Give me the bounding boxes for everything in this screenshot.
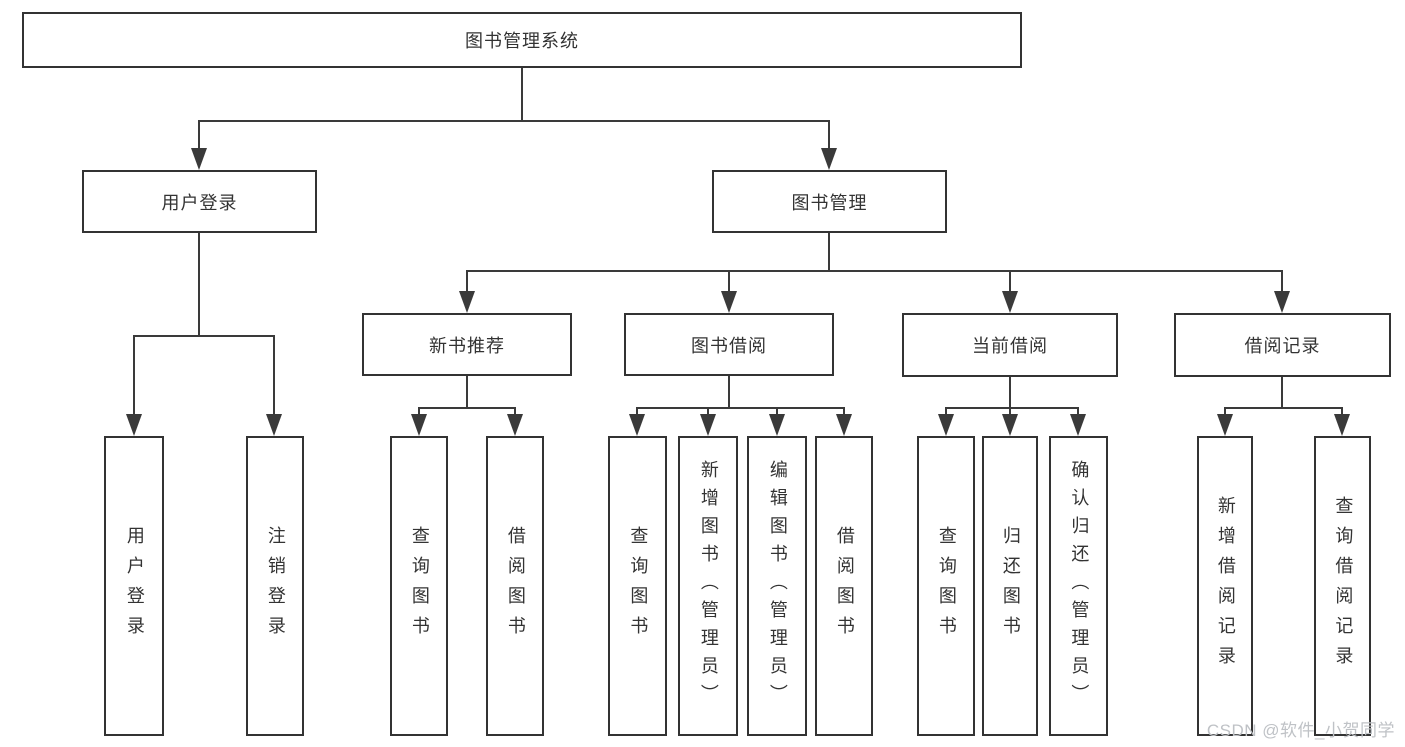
arrow-to-cur-return-books (1002, 414, 1018, 436)
leaf-current-query-books-label: 查询图书 (936, 526, 957, 646)
edge-user-login-branch (133, 335, 275, 337)
arrow-to-book-borrow (721, 291, 737, 313)
edge-borrow-stub (728, 376, 730, 407)
edge-borrow-drop-1 (636, 407, 638, 416)
arrow-to-rec-query-books (411, 414, 427, 436)
leaf-records-query-record: 查询借阅记录 (1314, 436, 1371, 736)
edge-book-mgmt-drop-1 (466, 270, 468, 293)
leaf-user-login: 用户登录 (104, 436, 164, 736)
arrow-to-bor-query-books (629, 414, 645, 436)
edge-borrow-drop-4 (843, 407, 845, 416)
edge-book-mgmt-drop-3 (1009, 270, 1011, 293)
node-book-management: 图书管理 (712, 170, 947, 233)
csdn-watermark: CSDN @软件_小贺同学 (1206, 721, 1395, 740)
edge-book-mgmt-branch (466, 270, 1283, 272)
edge-current-drop-1 (945, 407, 947, 416)
leaf-borrow-borrow-books: 借阅图书 (815, 436, 873, 736)
leaf-borrow-query-books: 查询图书 (608, 436, 667, 736)
node-borrow-records-label: 借阅记录 (1244, 336, 1321, 356)
edge-recommend-stub (466, 376, 468, 407)
edge-book-mgmt-stub (828, 233, 830, 270)
edge-records-drop-2 (1341, 407, 1343, 416)
leaf-recommend-borrow-books: 借阅图书 (486, 436, 544, 736)
arrow-to-records-query-record (1334, 414, 1350, 436)
leaf-recommend-query-books: 查询图书 (390, 436, 448, 736)
leaf-current-confirm-return-label: 确认归还（管理员） (1069, 460, 1090, 712)
leaf-records-query-record-label: 查询借阅记录 (1333, 496, 1354, 676)
node-root-label: 图书管理系统 (465, 31, 579, 51)
leaf-user-login-label: 用户登录 (124, 526, 145, 646)
leaf-current-return-books-label: 归还图书 (1000, 526, 1021, 646)
node-current-borrow-label: 当前借阅 (972, 336, 1048, 356)
leaf-borrow-edit-books: 编辑图书（管理员） (747, 436, 807, 736)
edge-root-drop-right (828, 120, 830, 150)
node-book-borrow-label: 图书借阅 (691, 335, 767, 356)
arrow-to-rec-borrow-books (507, 414, 523, 436)
edge-records-stub (1281, 377, 1283, 407)
node-user-login: 用户登录 (82, 170, 317, 233)
node-book-borrow: 图书借阅 (624, 313, 834, 376)
edge-user-login-drop-1 (133, 335, 135, 416)
arrow-to-leaf-logout (266, 414, 282, 436)
edge-current-drop-2 (1009, 407, 1011, 416)
edge-root-branch (198, 120, 830, 122)
leaf-borrow-add-books: 新增图书（管理员） (678, 436, 738, 736)
leaf-borrow-query-books-label: 查询图书 (628, 526, 649, 646)
leaf-borrow-edit-books-label: 编辑图书（管理员） (767, 460, 788, 712)
edge-recommend-drop-2 (514, 407, 516, 416)
edge-records-branch (1224, 407, 1343, 409)
edge-book-mgmt-drop-2 (728, 270, 730, 293)
arrow-to-cur-confirm-return (1070, 414, 1086, 436)
node-new-book-recommend: 新书推荐 (362, 313, 572, 376)
arrow-to-user-login (191, 148, 207, 170)
arrow-to-bor-borrow-books (836, 414, 852, 436)
edge-borrow-drop-3 (776, 407, 778, 416)
node-new-book-recommend-label: 新书推荐 (429, 335, 505, 356)
edge-root-stub (521, 68, 523, 120)
arrow-to-cur-query-books (938, 414, 954, 436)
edge-borrow-branch (636, 407, 845, 409)
arrow-to-current-borrow (1002, 291, 1018, 313)
arrow-to-new-book-recommend (459, 291, 475, 313)
edge-recommend-branch (418, 407, 516, 409)
arrow-to-borrow-records (1274, 291, 1290, 313)
arrow-to-book-management (821, 148, 837, 170)
node-current-borrow: 当前借阅 (902, 313, 1118, 377)
node-user-login-label: 用户登录 (161, 192, 238, 213)
edge-book-mgmt-drop-4 (1281, 270, 1283, 293)
leaf-borrow-add-books-label: 新增图书（管理员） (698, 460, 719, 712)
edge-borrow-drop-2 (707, 407, 709, 416)
leaf-logout: 注销登录 (246, 436, 304, 736)
leaf-borrow-borrow-books-label: 借阅图书 (834, 526, 855, 646)
edge-current-drop-3 (1077, 407, 1079, 416)
node-root: 图书管理系统 (22, 12, 1022, 68)
arrow-to-leaf-user-login (126, 414, 142, 436)
edge-current-branch (945, 407, 1079, 409)
edge-current-stub (1009, 377, 1011, 407)
node-book-management-label: 图书管理 (791, 192, 868, 213)
node-borrow-records: 借阅记录 (1174, 313, 1391, 377)
edge-user-login-drop-2 (273, 335, 275, 416)
leaf-logout-label: 注销登录 (265, 526, 286, 646)
leaf-current-return-books: 归还图书 (982, 436, 1038, 736)
leaf-records-add-record: 新增借阅记录 (1197, 436, 1253, 736)
arrow-to-bor-add-books (700, 414, 716, 436)
arrow-to-records-add-record (1217, 414, 1233, 436)
edge-root-drop-left (198, 120, 200, 150)
arrow-to-bor-edit-books (769, 414, 785, 436)
leaf-records-add-record-label: 新增借阅记录 (1215, 496, 1236, 676)
edge-records-drop-1 (1224, 407, 1226, 416)
leaf-current-confirm-return: 确认归还（管理员） (1049, 436, 1108, 736)
leaf-current-query-books: 查询图书 (917, 436, 975, 736)
edge-recommend-drop-1 (418, 407, 420, 416)
edge-user-login-stub (198, 233, 200, 335)
leaf-recommend-borrow-books-label: 借阅图书 (505, 526, 526, 646)
leaf-recommend-query-books-label: 查询图书 (409, 526, 430, 646)
